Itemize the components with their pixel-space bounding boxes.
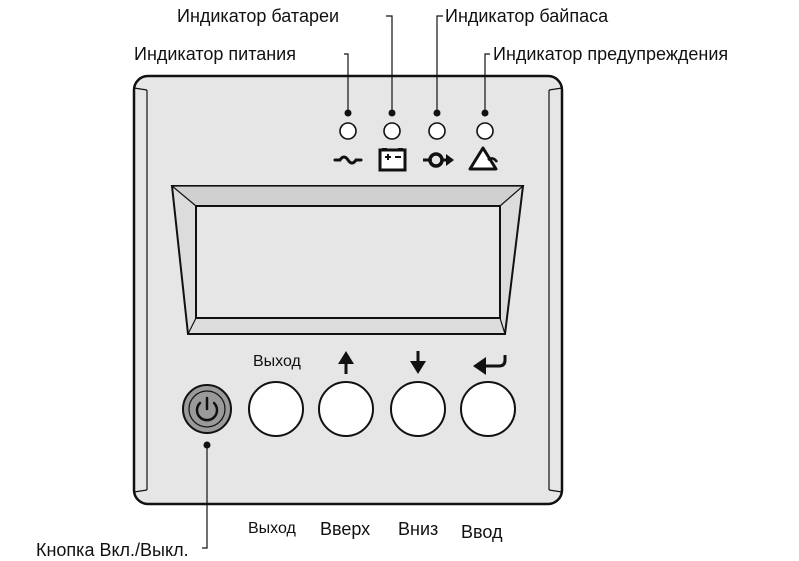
escape-top-label: Выход <box>253 353 301 370</box>
warning-indicator-label: Индикатор предупреждения <box>493 44 729 64</box>
onoff-leader <box>202 445 208 549</box>
bypass-indicator-label: Индикатор байпаса <box>445 6 609 26</box>
down-label: Вниз <box>398 519 439 539</box>
onoff-label: Кнопка Вкл./Выкл. <box>36 540 189 560</box>
down-button[interactable] <box>390 381 446 437</box>
onoff-button[interactable] <box>182 384 232 434</box>
indicator-leaders <box>344 15 490 112</box>
power-indicator-label: Индикатор питания <box>134 44 296 64</box>
indicator-warning <box>476 109 494 140</box>
battery-icon <box>378 148 407 172</box>
warning-icon <box>468 146 499 171</box>
escape-label: Выход <box>248 520 296 537</box>
indicator-bypass <box>428 109 446 140</box>
down-arrow-icon <box>410 351 426 374</box>
indicator-battery <box>383 109 401 140</box>
ac-power-icon <box>333 155 363 165</box>
power-icon <box>195 396 219 422</box>
escape-button[interactable] <box>248 381 304 437</box>
enter-button[interactable] <box>460 381 516 437</box>
up-button[interactable] <box>318 381 374 437</box>
enter-arrow-icon <box>473 355 507 375</box>
enter-label: Ввод <box>461 522 503 542</box>
battery-indicator-label: Индикатор батареи <box>177 6 340 26</box>
up-label: Вверх <box>320 519 371 539</box>
indicator-power <box>339 109 357 140</box>
bypass-icon <box>423 152 454 168</box>
lcd-display <box>170 185 525 335</box>
up-arrow-icon <box>338 351 354 374</box>
